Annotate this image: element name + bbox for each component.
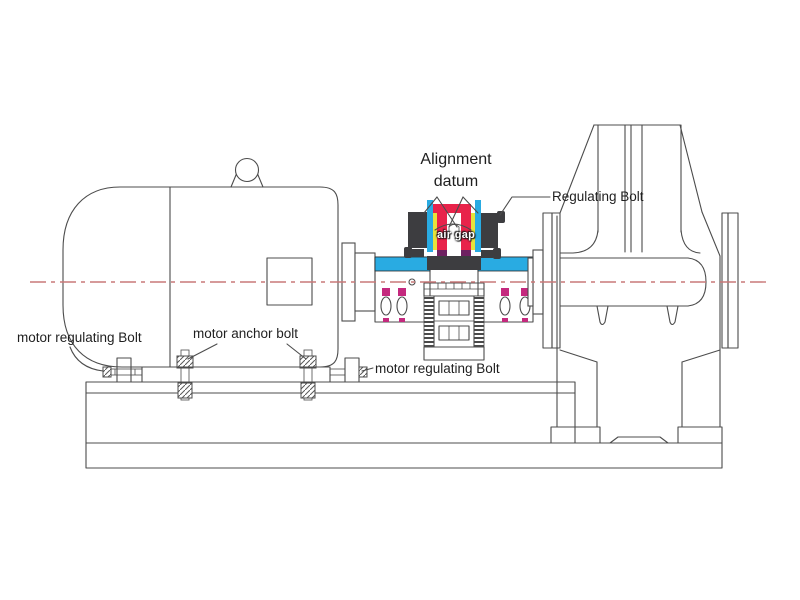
label-regulating-bolt: Regulating Bolt [552,189,644,204]
coupling-side-bolt-left [404,247,424,258]
pump-body [550,124,723,444]
coupling-hub-motor-side [374,256,431,323]
motor-regulating-bolt-right-part [329,366,368,378]
leader-motor-regulating-bolt-left [69,346,104,372]
coupling-hub-pump-side [477,256,534,323]
pump [527,124,739,444]
coupling-bolt [499,288,511,322]
air-gap-region [404,200,505,270]
pump-flange-right [721,212,739,349]
label-motor-anchor-bolt: motor anchor bolt [193,326,299,341]
baseplate [85,381,576,444]
motor-anchor-bolt-right-part [299,349,317,401]
leader-regulating-bolt [499,196,551,216]
leader-motor-anchor-bolt-left [187,343,218,360]
motor-rail [141,366,331,383]
pump-flange-left [542,212,561,349]
jack-post-left [116,357,132,383]
motor-regulating-bolt-left-part [102,366,143,378]
coupling-spacer [423,282,485,361]
regulating-bolt-part [483,211,505,223]
electric-motor [62,157,339,368]
leader-alignment-datum [423,196,479,231]
leader-lines [69,196,551,372]
coupling-side-bolt-right [481,248,501,259]
label-air-gap: air gap [437,229,476,241]
leader-motor-anchor-bolt-right [286,343,307,360]
coupling-bolt [380,288,392,322]
label-alignment-datum: Alignment datum [420,151,492,190]
coupling-bolt [396,288,408,322]
leader-motor-regulating-bolt-right [361,367,374,372]
foundation [85,442,723,469]
pump-shaft [559,257,707,326]
jack-post-right [344,357,360,383]
label-motor-regulating-bolt-left: motor regulating Bolt [17,330,142,345]
label-motor-regulating-bolt-right: motor regulating Bolt [375,361,500,376]
lifting-eye [230,157,264,188]
